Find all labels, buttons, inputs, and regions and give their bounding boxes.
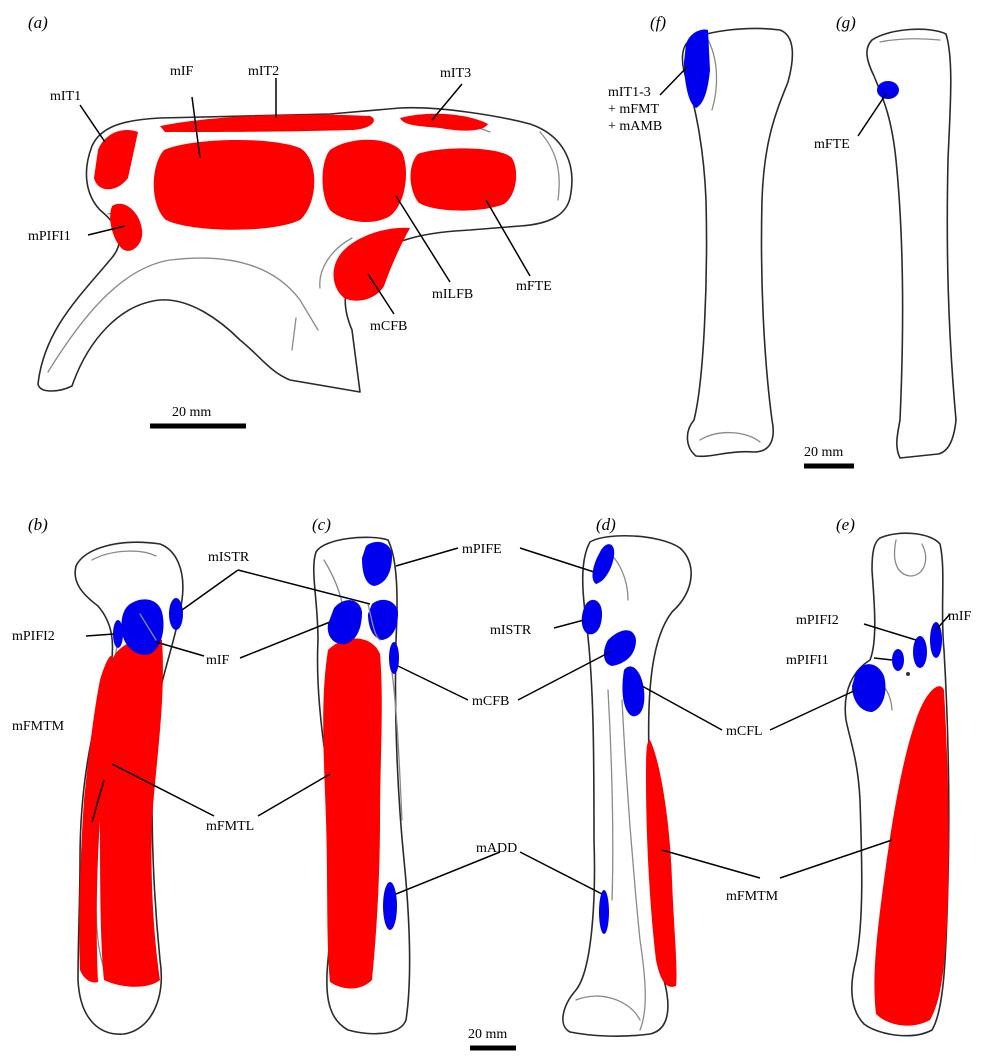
mFMTM-leader-d bbox=[662, 850, 760, 878]
mCFL-leader-d bbox=[642, 686, 722, 730]
label-mIF-shared: mIF bbox=[206, 653, 230, 668]
mISTR-patch-b bbox=[169, 598, 183, 630]
label-mIT1-3: mIT1-3 bbox=[608, 85, 651, 100]
label-mADD: mADD bbox=[476, 841, 517, 856]
mCFB-leader-c bbox=[398, 666, 468, 700]
mIF-leader-c bbox=[240, 622, 330, 658]
mFTE-leader-g bbox=[858, 94, 886, 136]
mPIFE-leader-d bbox=[520, 548, 594, 572]
label-mAMB: + mAMB bbox=[608, 119, 662, 134]
label-mPIFE: mPIFE bbox=[462, 542, 502, 557]
label-mCFB: mCFB bbox=[370, 319, 407, 334]
mIF-patch bbox=[154, 140, 315, 230]
label-mPIFI1: mPIFI1 bbox=[28, 229, 71, 244]
mPIFI2-leader-b bbox=[86, 634, 114, 636]
label-mCFB-shared: mCFB bbox=[472, 694, 509, 709]
mADD-leader-c bbox=[396, 852, 500, 894]
mADD-patch-c bbox=[383, 882, 397, 930]
panel-f-element: (f) mIT1-3 + mFMT + mAMB bbox=[608, 13, 792, 456]
shared-labels: mISTR mIF mFMTL mPIFE mCFB mCFL mADD mFM… bbox=[206, 542, 892, 904]
label-mIF-e: mIF bbox=[948, 609, 972, 624]
mIT1-leader bbox=[80, 105, 105, 142]
mISTR-leader-b bbox=[182, 570, 238, 610]
mIF-patch-e bbox=[930, 622, 942, 658]
panel-label-c: (c) bbox=[312, 515, 331, 534]
mFMTL-patch-c bbox=[323, 638, 382, 988]
panel-a-pelvis: (a) mIT1 mIF mIT2 mIT3 mPIFI1 mILFB mFTE… bbox=[28, 13, 572, 426]
panel-g-element: (g) mFTE 20 mm bbox=[804, 13, 956, 466]
mPIFE-leader-c bbox=[396, 548, 458, 566]
scale-label-top-right: 20 mm bbox=[804, 445, 843, 460]
mPIFI2-patch-b bbox=[113, 620, 123, 648]
label-mISTR: mISTR bbox=[208, 550, 250, 565]
panel-label-b: (b) bbox=[28, 515, 48, 534]
panel-e-femur: (e) mPIFI2 mIF mPIFI1 bbox=[786, 515, 972, 1036]
mPIFI2-patch-e bbox=[913, 636, 927, 668]
mFMTL-leader-c bbox=[258, 774, 330, 816]
mCFB-patch-c bbox=[389, 642, 399, 674]
mPIFI1-patch-e bbox=[892, 649, 904, 671]
panel-label-f: (f) bbox=[650, 13, 666, 32]
label-mFTE: mFTE bbox=[516, 279, 552, 294]
label-mFMTL: mFMTL bbox=[206, 819, 254, 834]
panel-label-a: (a) bbox=[28, 13, 48, 32]
label-mFMT: + mFMT bbox=[608, 102, 660, 117]
mILFB-patch bbox=[323, 140, 407, 222]
panel-d-femur: (d) mISTR 20 mm bbox=[468, 515, 691, 1048]
mFTE-patch bbox=[411, 148, 517, 210]
label-mISTR-d: mISTR bbox=[490, 623, 532, 638]
label-mIT1: mIT1 bbox=[50, 89, 81, 104]
label-mFTE-g: mFTE bbox=[814, 137, 850, 152]
foramen-e bbox=[906, 672, 910, 676]
panel-label-d: (d) bbox=[596, 515, 616, 534]
label-mIF: mIF bbox=[170, 64, 194, 79]
panel-label-e: (e) bbox=[836, 515, 855, 534]
label-mPIFI1-e: mPIFI1 bbox=[786, 653, 829, 668]
label-mIT3: mIT3 bbox=[440, 66, 471, 81]
scale-label-femur: 20 mm bbox=[468, 1027, 507, 1042]
scale-label-pelvis: 20 mm bbox=[172, 405, 211, 420]
panel-label-g: (g) bbox=[836, 13, 856, 32]
label-mCFL: mCFL bbox=[726, 724, 763, 739]
panel-b-femur: (b) mPIFI2 mFMTM bbox=[12, 515, 238, 1034]
mFTE-patch-g bbox=[877, 81, 899, 99]
mFMTL-patch-b bbox=[100, 638, 163, 987]
label-mPIFI2-e: mPIFI2 bbox=[796, 613, 839, 628]
label-mPIFI2-b: mPIFI2 bbox=[12, 629, 55, 644]
mISTR-leader-d bbox=[554, 620, 584, 628]
label-mFMTM-b: mFMTM bbox=[12, 719, 65, 734]
mCFL-leader-e bbox=[770, 690, 856, 730]
label-mFMTM-shared: mFMTM bbox=[726, 889, 779, 904]
mIT1-3-leader bbox=[660, 66, 688, 95]
mADD-patch-d bbox=[599, 890, 609, 934]
mADD-leader-d bbox=[520, 852, 602, 894]
label-mIT2: mIT2 bbox=[248, 64, 279, 79]
label-mILFB: mILFB bbox=[432, 287, 473, 302]
